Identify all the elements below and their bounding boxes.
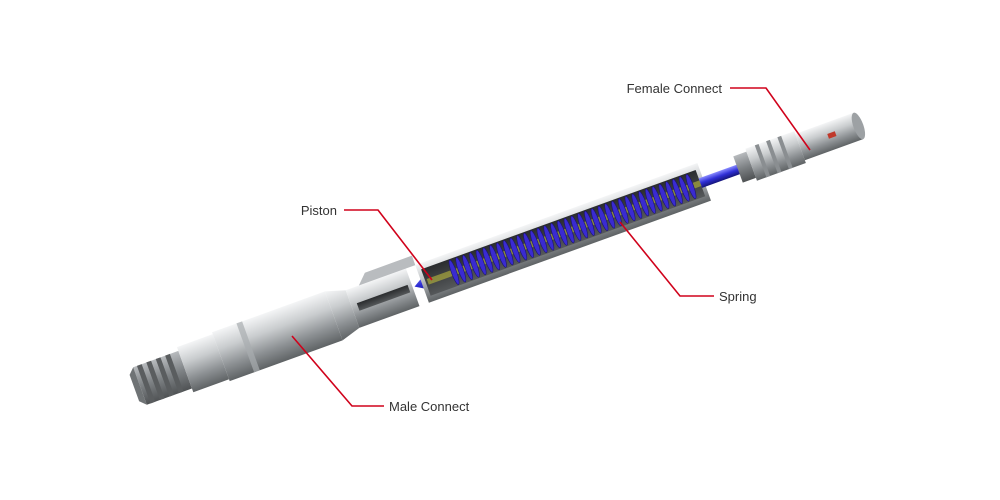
- spring-coil: [678, 176, 690, 202]
- spring-coil: [651, 186, 663, 212]
- spring-coil: [455, 257, 467, 283]
- spring-coil: [685, 173, 697, 200]
- spring-coil: [502, 240, 514, 266]
- spring-coil: [604, 203, 616, 229]
- leader-lines: [291, 87, 811, 407]
- female-connect: [733, 112, 866, 183]
- spring-coil: [631, 193, 643, 219]
- spring-coil: [509, 237, 521, 263]
- spring-coil: [557, 220, 568, 246]
- spring-coil: [516, 235, 528, 261]
- spring-coil: [489, 245, 501, 271]
- spring-coil: [611, 200, 622, 227]
- spring-coil: [658, 183, 670, 209]
- spring-coil: [638, 191, 649, 217]
- spring-coil: [617, 198, 629, 224]
- spring-coil: [550, 222, 561, 249]
- spring-coil: [523, 232, 534, 258]
- spring-coil: [543, 225, 555, 251]
- connecting-rod: [698, 162, 748, 188]
- spring-coil: [577, 213, 589, 239]
- leader-piston: [344, 209, 433, 281]
- label-male-connect: Male Connect: [389, 399, 470, 414]
- spring-coil: [570, 215, 582, 241]
- label-female-connect: Female Connect: [627, 81, 723, 96]
- spring-coil: [529, 230, 541, 256]
- spring-coil: [475, 249, 487, 276]
- spring-coil: [645, 188, 656, 214]
- spring-coil: [624, 196, 636, 222]
- spring-coil: [590, 208, 602, 234]
- housing-cutaway: [345, 255, 420, 328]
- male-thread-nose: [129, 350, 192, 405]
- spring-coil: [584, 210, 595, 236]
- spring-coil: [462, 254, 473, 280]
- downhole-tool: [129, 112, 866, 405]
- spring-coil: [496, 242, 507, 268]
- male-connect-sleeve: [176, 290, 360, 393]
- spring-coil: [597, 205, 609, 231]
- spring-coil: [536, 227, 548, 254]
- spring-coil: [448, 259, 460, 285]
- spring-coil: [563, 218, 575, 244]
- spring-coil: [482, 247, 494, 273]
- spring-coils: [448, 173, 697, 285]
- leader-male-connect: [291, 335, 384, 407]
- leader-female-connect: [730, 87, 811, 151]
- label-piston: Piston: [301, 203, 337, 218]
- label-spring: Spring: [719, 289, 757, 304]
- spring-coil: [469, 252, 480, 278]
- leader-spring: [619, 221, 714, 297]
- spring-coil: [665, 181, 677, 207]
